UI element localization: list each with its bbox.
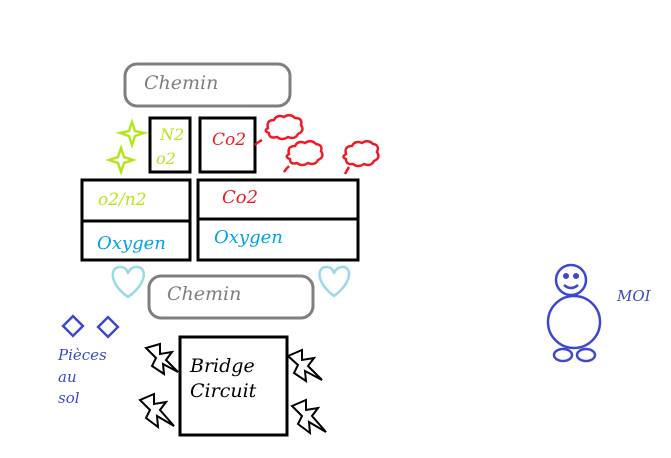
o2n2-label: o2/n2 <box>98 190 147 210</box>
cloud-icon <box>342 140 380 175</box>
oxygen-left-label: Oxygen <box>97 233 166 254</box>
heart-icon <box>318 265 351 298</box>
pieces-line3: sol <box>58 389 80 407</box>
cloud-icon <box>282 140 324 173</box>
lightning-icon <box>138 392 175 430</box>
lightning-icon <box>290 398 327 436</box>
n2-o2-box <box>148 116 192 174</box>
cloud-icon <box>254 114 304 146</box>
sparkle-icon <box>105 144 137 176</box>
co2-large-label: Co2 <box>222 187 258 208</box>
bridge-label: Bridge <box>189 355 255 377</box>
n2-label: N2 <box>159 125 184 144</box>
pieces-line1: Pièces <box>57 346 107 364</box>
diamond-icon <box>96 315 120 339</box>
sparkle-icon <box>115 118 149 149</box>
chemin-top-label: Chemin <box>144 72 218 94</box>
lightning-icon <box>286 348 323 384</box>
stick-figure-icon <box>546 263 602 363</box>
o2-label: o2 <box>156 149 176 168</box>
co2-small-label: Co2 <box>212 130 246 150</box>
bridge-circuit-box <box>178 335 289 437</box>
circuit-label: Circuit <box>190 380 257 402</box>
diamond-icon <box>61 314 85 338</box>
heart-icon <box>111 265 145 299</box>
lightning-icon <box>144 342 179 377</box>
chemin-top-box <box>123 62 292 108</box>
chemin-bottom-label: Chemin <box>167 283 241 305</box>
oxygen-right-label: Oxygen <box>214 227 283 248</box>
pieces-line2: au <box>58 368 77 386</box>
moi-label: MOI <box>616 287 652 305</box>
chemin-bottom-box <box>147 274 315 320</box>
